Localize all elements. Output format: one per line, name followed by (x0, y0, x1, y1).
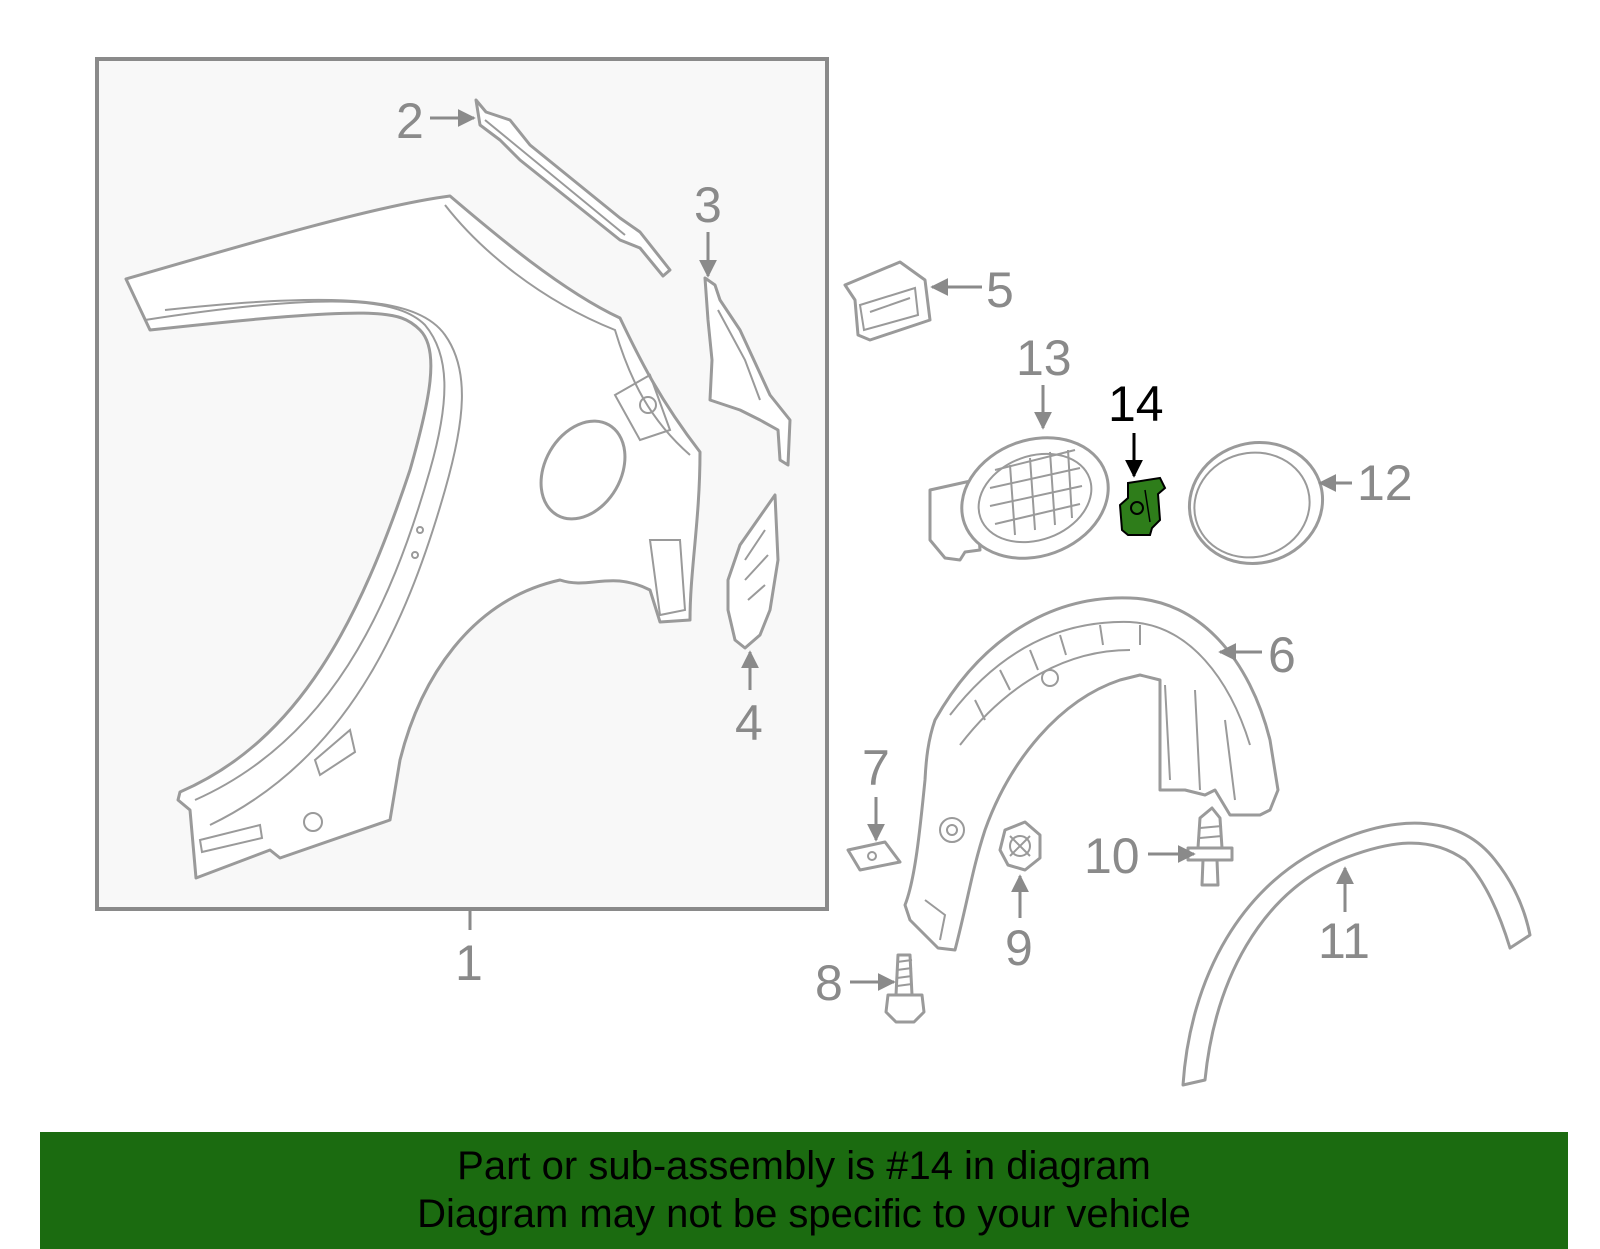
callout-11: 11 (1318, 913, 1370, 969)
banner-line-2: Diagram may not be specific to your vehi… (417, 1192, 1191, 1236)
part-10-push-clip[interactable] (1186, 806, 1234, 887)
callout-9: 9 (1005, 920, 1033, 976)
callout-13: 13 (1016, 330, 1072, 386)
part-4-bracket[interactable] (726, 493, 780, 650)
part-1-quarter-panel[interactable] (124, 194, 702, 880)
callout-14: 14 (1108, 376, 1164, 432)
callout-3: 3 (694, 177, 722, 233)
part-12-fuel-door[interactable] (1176, 428, 1336, 579)
callout-10: 10 (1084, 828, 1140, 884)
part-14-bracket-highlighted[interactable] (1118, 476, 1167, 536)
banner-line-1: Part or sub-assembly is #14 in diagram (457, 1144, 1151, 1188)
callout-5: 5 (986, 262, 1014, 318)
part-9-nut[interactable] (998, 820, 1042, 872)
part-2-upper-reinforcement[interactable] (474, 98, 672, 278)
part-8-bolt[interactable] (884, 953, 926, 1024)
callout-12: 12 (1357, 455, 1413, 511)
part-6-wheel-liner[interactable] (903, 596, 1280, 952)
part-7-clip-nut[interactable] (846, 840, 902, 872)
callout-8: 8 (815, 955, 843, 1011)
part-11-arch-molding[interactable] (1181, 821, 1532, 1087)
info-banner: Part or sub-assembly is #14 in diagram D… (40, 1132, 1568, 1249)
part-13-fuel-filler-housing[interactable] (928, 418, 1125, 578)
callout-4: 4 (735, 695, 763, 751)
callout-2: 2 (396, 93, 424, 149)
callout-6: 6 (1268, 627, 1296, 683)
part-3-inner-panel[interactable] (703, 276, 792, 467)
part-5-vent[interactable] (843, 260, 932, 342)
callout-labels: 2 3 4 5 13 14 12 6 7 10 9 11 1 8 (396, 93, 1413, 1011)
callout-7: 7 (862, 740, 890, 796)
callout-1: 1 (455, 935, 483, 991)
leader-lines (430, 109, 1354, 991)
